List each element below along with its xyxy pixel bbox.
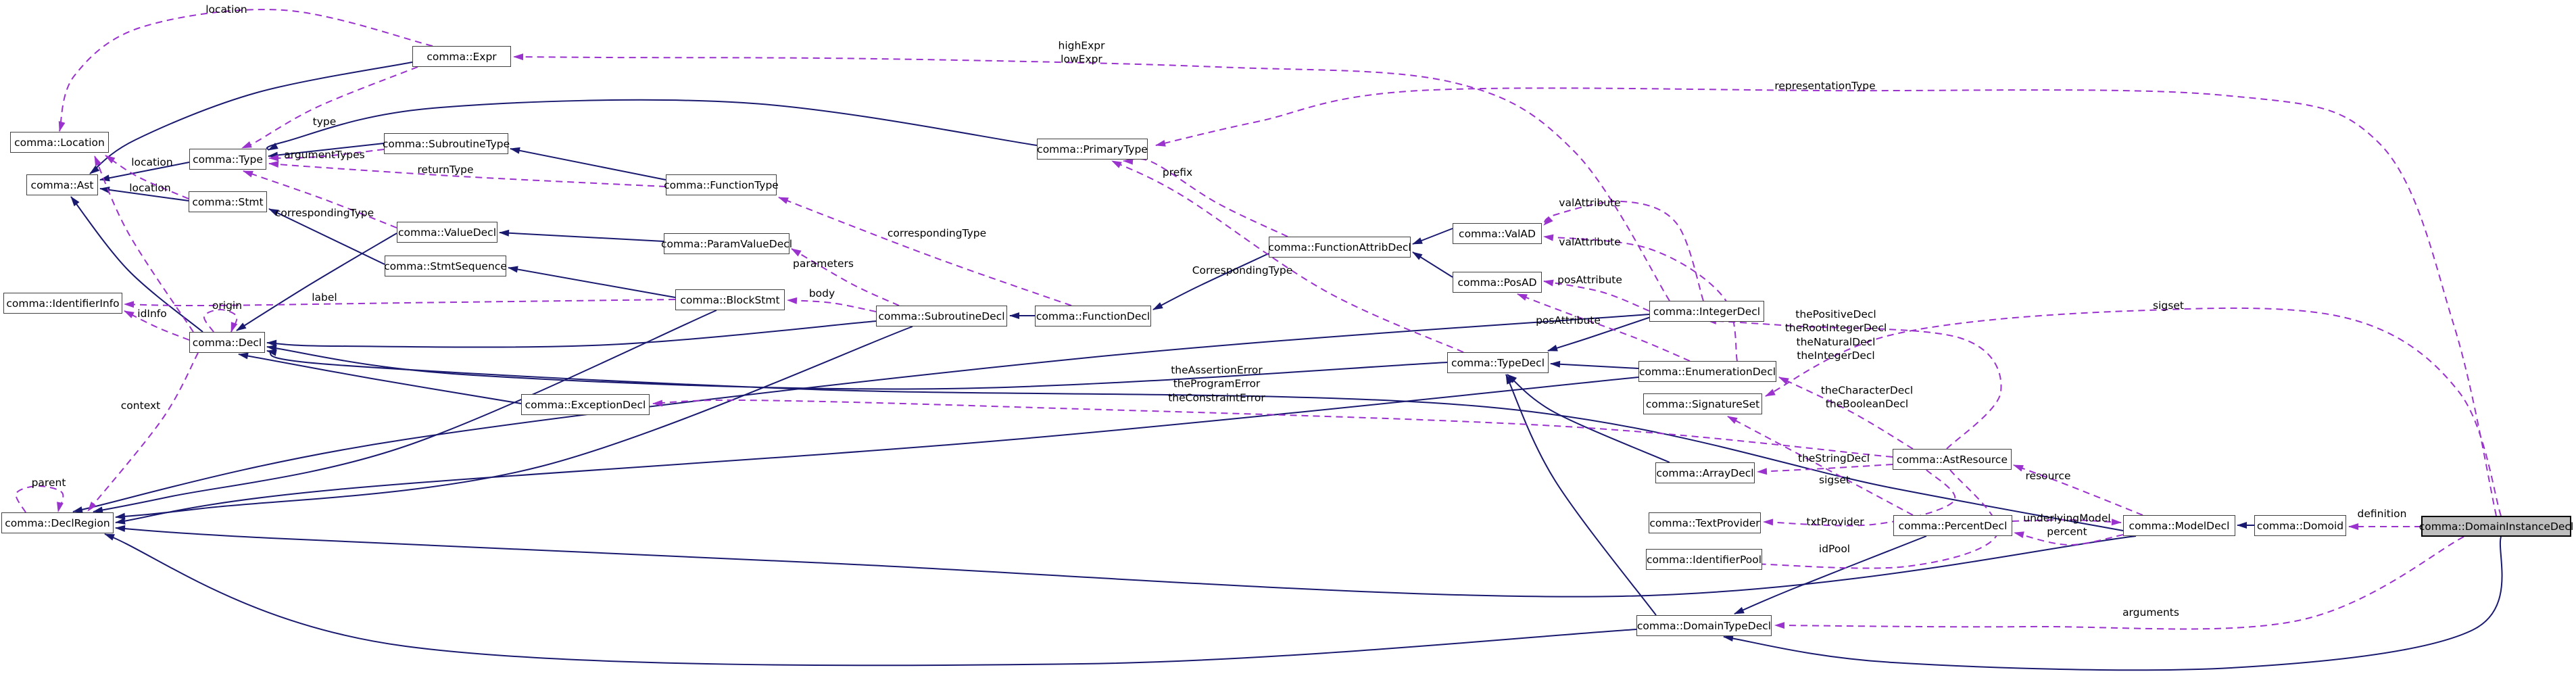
node-pos-ad[interactable]: comma::PosAD	[1453, 272, 1542, 293]
node-decl-region[interactable]: comma::DeclRegion	[1, 512, 114, 533]
node-stmt[interactable]: comma::Stmt	[189, 191, 267, 212]
edge-domain-instance-decl-to-domain-type-decl	[1774, 536, 2464, 630]
edge-function-type-to-subroutine-type	[510, 147, 666, 180]
edge-subroutine-decl-to-decl	[266, 320, 877, 348]
edge-stmt-sequence-to-stmt	[268, 208, 385, 265]
edge-domain-type-decl-to-decl-region	[104, 533, 1637, 667]
edge-model-decl-to-percent-decl	[2014, 531, 2124, 546]
edge-ast-resource-to-enumeration-decl	[1778, 377, 1914, 450]
edge-exception-decl-to-decl	[238, 352, 522, 404]
edge-integer-decl-to-expr	[513, 53, 1670, 301]
edge-function-decl-to-function-type	[778, 197, 1072, 306]
edge-subroutine-decl-to-decl-region	[115, 326, 913, 520]
node-location[interactable]: comma::Location	[10, 132, 109, 153]
edge-function-type-to-type	[268, 161, 666, 187]
edge-subroutine-decl-to-block-stmt	[787, 297, 877, 312]
edge-decl-to-decl	[203, 308, 238, 333]
edge-model-decl-to-ast-resource	[2013, 464, 2143, 516]
edge-expr-to-ast	[89, 62, 413, 174]
node-domain-instance-decl[interactable]: comma::DomainInstanceDecl	[2419, 516, 2573, 537]
edge-domain-type-decl-to-type-decl	[1505, 374, 1657, 616]
edge-enumeration-decl-to-type-decl	[1550, 360, 1639, 369]
node-block-stmt[interactable]: comma::BlockStmt	[675, 289, 785, 310]
node-domain-type-decl[interactable]: comma::DomainTypeDecl	[1636, 615, 1772, 636]
edge-subroutine-type-to-type	[268, 149, 385, 162]
node-function-decl[interactable]: comma::FunctionDecl	[1035, 306, 1151, 327]
node-val-ad[interactable]: comma::ValAD	[1453, 223, 1542, 244]
edge-integer-decl-to-type-decl	[1547, 316, 1653, 352]
node-ast[interactable]: comma::Ast	[26, 174, 98, 195]
edge-integer-decl-to-val-ad	[1543, 200, 1704, 301]
edge-integer-decl-to-decl-region	[72, 314, 1650, 513]
edge-subroutine-decl-to-param-value-decl	[791, 248, 900, 306]
node-function-attrib-decl[interactable]: comma::FunctionAttribDecl	[1268, 237, 1411, 258]
edge-primary-type-to-type	[266, 99, 1038, 151]
edge-model-decl-to-decl-region	[115, 525, 2137, 598]
node-signature-set[interactable]: comma::SignatureSet	[1643, 393, 1762, 414]
edge-expr-to-type	[241, 66, 418, 149]
edge-subroutine-type-to-type	[268, 143, 385, 159]
node-expr[interactable]: comma::Expr	[412, 46, 511, 67]
node-exception-decl[interactable]: comma::ExceptionDecl	[521, 394, 650, 415]
node-percent-decl[interactable]: comma::PercentDecl	[1893, 515, 2012, 536]
node-text-provider[interactable]: comma::TextProvider	[1649, 512, 1761, 533]
edge-integer-decl-to-pos-ad	[1543, 279, 1650, 312]
node-primary-type[interactable]: comma::PrimaryType	[1037, 139, 1148, 160]
node-array-decl[interactable]: comma::ArrayDecl	[1655, 462, 1755, 483]
edge-enumeration-decl-to-decl-region	[115, 377, 1639, 525]
node-type-decl[interactable]: comma::TypeDecl	[1447, 352, 1549, 373]
edge-value-decl-to-type	[243, 170, 397, 228]
edge-decl-to-decl-region	[87, 352, 199, 512]
edge-block-stmt-to-identifier-info	[124, 299, 676, 308]
node-stmt-sequence[interactable]: comma::StmtSequence	[384, 256, 507, 276]
edge-type-to-ast	[99, 162, 190, 182]
edge-ast-resource-to-array-decl	[1757, 464, 1893, 475]
edge-domain-instance-decl-to-domain-type-decl	[1723, 536, 2503, 671]
node-subroutine-type[interactable]: comma::SubroutineType	[383, 133, 510, 154]
node-enumeration-decl[interactable]: comma::EnumerationDecl	[1638, 361, 1776, 382]
node-ast-resource[interactable]: comma::AstResource	[1893, 449, 2012, 470]
node-decl[interactable]: comma::Decl	[189, 332, 265, 353]
edge-block-stmt-to-decl-region	[93, 310, 717, 514]
edge-val-ad-to-function-attrib-decl	[1412, 228, 1453, 245]
node-integer-decl[interactable]: comma::IntegerDecl	[1649, 301, 1764, 322]
edge-percent-decl-to-domain-type-decl	[1734, 535, 1927, 614]
edge-decl-to-location	[94, 155, 194, 333]
edge-decl-region-to-decl-region	[15, 485, 64, 513]
edge-enumeration-decl-to-pos-ad	[1517, 293, 1691, 362]
edge-enumeration-decl-to-val-ad	[1543, 234, 1738, 362]
node-identifier-pool[interactable]: comma::IdentifierPool	[1646, 549, 1762, 570]
edge-decl-to-ast	[70, 196, 203, 333]
edge-block-stmt-to-stmt-sequence	[508, 266, 676, 298]
edge-domain-instance-decl-to-primary-type	[1155, 87, 2497, 516]
edge-domain-instance-decl-to-signature-set	[1765, 307, 2502, 516]
edge-model-decl-to-decl	[266, 349, 2124, 531]
node-function-type[interactable]: comma::FunctionType	[664, 174, 779, 195]
edge-function-attrib-decl-to-primary-type	[1123, 158, 1288, 237]
node-type[interactable]: comma::Type	[189, 149, 266, 170]
node-model-decl[interactable]: comma::ModelDecl	[2123, 515, 2235, 536]
edge-stmt-to-ast	[99, 186, 189, 201]
node-subroutine-decl[interactable]: comma::SubroutineDecl	[876, 306, 1007, 327]
node-domoid[interactable]: comma::Domoid	[2254, 515, 2346, 536]
edge-percent-decl-to-model-decl	[2012, 518, 2122, 526]
edge-stmt-to-location	[105, 155, 189, 199]
node-value-decl[interactable]: comma::ValueDecl	[397, 222, 497, 243]
node-param-value-decl[interactable]: comma::ParamValueDecl	[661, 233, 792, 254]
edge-decl-to-identifier-info	[124, 310, 190, 341]
edge-param-value-decl-to-value-decl	[499, 229, 664, 242]
edge-ast-resource-to-exception-decl	[652, 399, 1893, 458]
edge-ast-resource-to-identifier-pool	[1751, 469, 1999, 569]
edge-pos-ad-to-function-attrib-decl	[1412, 251, 1453, 278]
edge-function-attrib-decl-to-function-decl	[1152, 253, 1269, 310]
edge-ast-resource-to-integer-decl	[1706, 317, 2002, 450]
edge-type-decl-to-primary-type	[1111, 160, 1464, 353]
edge-expr-to-location	[58, 9, 433, 132]
edge-value-decl-to-decl	[236, 233, 397, 331]
edge-percent-decl-to-signature-set	[1727, 416, 1914, 516]
node-identifier-info[interactable]: comma::IdentifierInfo	[3, 293, 122, 314]
